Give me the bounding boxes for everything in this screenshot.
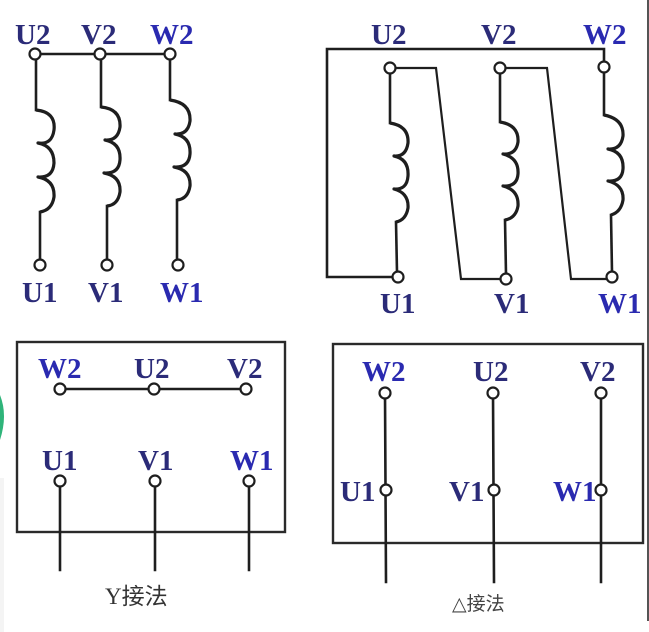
delta-link-w2-u1 (325, 47, 606, 279)
label-u2: U2 (15, 19, 50, 51)
label-v1: V1 (494, 288, 529, 320)
terminal-u1 (391, 270, 405, 284)
label-v2: V2 (580, 356, 615, 388)
label-u1: U1 (22, 277, 57, 309)
delta-link-u2-v1 (395, 66, 501, 281)
terminal-w2 (163, 47, 177, 61)
terminal-u2 (486, 386, 500, 400)
label-w2: W2 (38, 353, 82, 385)
winding-u (34, 52, 56, 262)
terminal-u2 (28, 47, 42, 61)
label-u2: U2 (473, 356, 508, 388)
winding-u (388, 66, 410, 274)
star-terminal-box: W2 U2 V2 U1 V1 W1 Y接法 (15, 340, 287, 609)
delta-link-v2-w1 (505, 66, 607, 281)
label-w2: W2 (150, 19, 194, 51)
coil-w-icon (603, 113, 625, 217)
coil-u-icon (35, 108, 56, 214)
label-v2: V2 (81, 19, 116, 51)
terminal-v2 (239, 382, 253, 396)
label-u1: U1 (380, 288, 415, 320)
caption-delta-connection: △接法 (452, 593, 505, 615)
label-w1: W1 (598, 288, 642, 320)
left-edge-strip (0, 478, 4, 632)
terminal-v1 (487, 483, 501, 497)
label-u2: U2 (134, 353, 169, 385)
terminal-v2 (594, 386, 608, 400)
terminal-u2 (147, 382, 161, 396)
terminal-u1 (53, 474, 67, 488)
terminal-u1 (379, 483, 393, 497)
label-u1: U1 (42, 445, 77, 477)
label-v1: V1 (88, 277, 123, 309)
terminal-v1 (148, 474, 162, 488)
terminal-v1 (499, 272, 513, 286)
terminal-u2 (383, 61, 397, 75)
terminal-w1 (594, 483, 608, 497)
label-w1: W1 (230, 445, 274, 477)
label-u1: U1 (340, 476, 375, 508)
winding-v (99, 52, 122, 262)
caption-star-connection: Y接法 (105, 584, 168, 609)
terminal-w1 (171, 258, 185, 272)
star-schematic: U2 V2 W2 U1 V1 W1 (15, 19, 204, 309)
label-v2: V2 (481, 19, 516, 51)
coil-v-icon (100, 105, 122, 208)
terminal-w1 (605, 270, 619, 284)
terminal-w2 (53, 382, 67, 396)
coil-w-icon (169, 98, 192, 202)
label-v2: V2 (227, 353, 262, 385)
label-w1: W1 (553, 476, 597, 508)
coil-v-icon (499, 120, 520, 222)
label-w1: W1 (160, 277, 204, 309)
left-edge-green-mark (0, 395, 4, 440)
terminal-v2 (493, 61, 507, 75)
label-w2: W2 (362, 356, 406, 388)
terminal-box-frame (331, 342, 645, 545)
winding-w (602, 70, 625, 274)
label-v1: V1 (449, 476, 484, 508)
winding-v (498, 66, 520, 276)
coil-u-icon (389, 121, 410, 224)
winding-w (168, 52, 192, 262)
terminal-v1 (100, 258, 114, 272)
terminal-w2 (378, 386, 392, 400)
terminal-v2 (93, 47, 107, 61)
terminal-w2 (597, 60, 611, 74)
label-v1: V1 (138, 445, 173, 477)
terminal-w1 (242, 474, 256, 488)
terminal-u1 (33, 258, 47, 272)
terminal-box-frame (15, 340, 287, 534)
label-u2: U2 (371, 19, 406, 51)
label-w2: W2 (583, 19, 627, 51)
delta-terminal-box: W2 U2 V2 U1 V1 W1 △接法 (331, 342, 645, 615)
delta-schematic: U2 V2 W2 U1 V1 W1 (325, 19, 642, 320)
